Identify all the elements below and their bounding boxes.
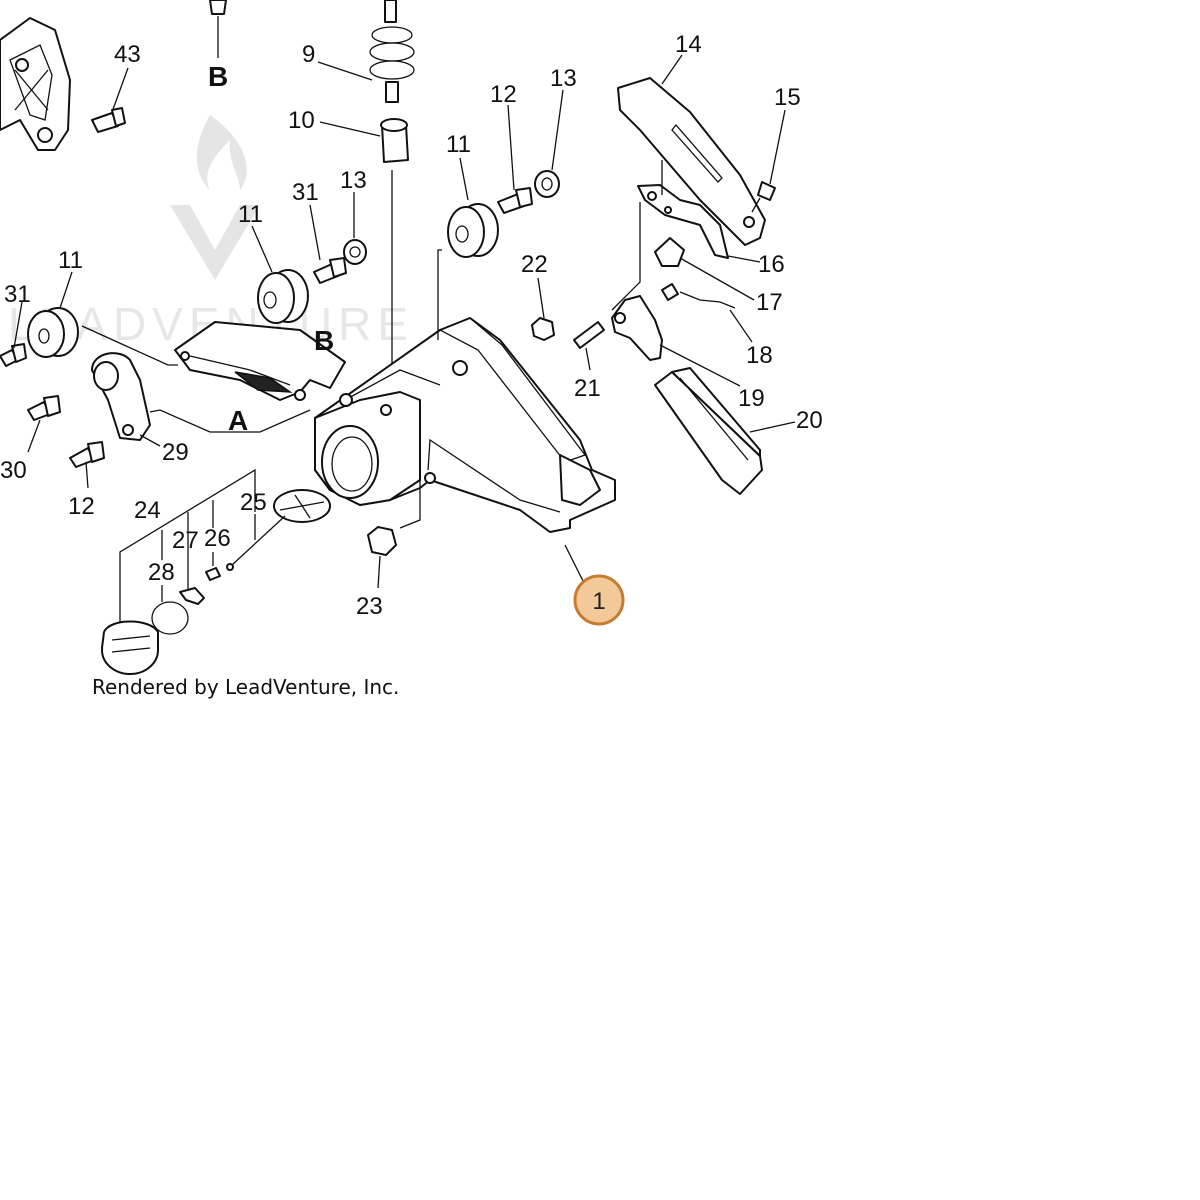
callout-24: 24 bbox=[134, 497, 161, 524]
part-1-main-housing bbox=[314, 317, 616, 533]
part-12-bolt-bottom bbox=[69, 441, 105, 468]
part-top-bolt bbox=[209, 0, 227, 58]
callout-22: 22 bbox=[521, 251, 548, 278]
letter-a: A bbox=[228, 405, 248, 436]
letter-b-top: B bbox=[208, 61, 228, 92]
callout-14: 14 bbox=[675, 31, 702, 58]
callout-25: 25 bbox=[240, 489, 267, 516]
callout-10: 10 bbox=[288, 107, 315, 134]
part-43-bracket bbox=[0, 17, 126, 151]
callout-9: 9 bbox=[302, 41, 315, 68]
part-29-link bbox=[91, 352, 151, 441]
callout-21: 21 bbox=[574, 375, 601, 402]
callout-26: 26 bbox=[204, 525, 231, 552]
highlight-callout-1[interactable]: 1 bbox=[573, 574, 625, 626]
part-25-strainer bbox=[226, 489, 331, 571]
part-13-washer-top bbox=[534, 170, 560, 198]
callout-16: 16 bbox=[758, 251, 785, 278]
callout-13-mid: 13 bbox=[340, 167, 367, 194]
part-26-screw bbox=[205, 567, 221, 581]
part-24-cap bbox=[101, 620, 159, 675]
letter-markers: B B A bbox=[208, 61, 334, 436]
part-12-bolt-top bbox=[497, 187, 533, 214]
callout-18: 18 bbox=[746, 342, 773, 369]
part-21-pin bbox=[573, 321, 605, 349]
part-31-bolt-left bbox=[0, 343, 27, 367]
letter-b-mid: B bbox=[314, 325, 334, 356]
part-31-bolt-mid bbox=[313, 257, 347, 284]
part-19-lever bbox=[611, 295, 663, 361]
highlight-label[interactable]: 1 bbox=[592, 588, 605, 615]
leader-lines bbox=[13, 54, 796, 622]
part-14-hand-guard bbox=[617, 77, 766, 246]
part-23-plug bbox=[367, 526, 397, 556]
part-16-brake-lever bbox=[637, 184, 729, 259]
part-10-buffer bbox=[380, 118, 409, 410]
callout-31-left: 31 bbox=[4, 281, 31, 308]
part-11-mount-center bbox=[447, 203, 499, 258]
callout-15: 15 bbox=[774, 84, 801, 111]
part-28-o-ring bbox=[151, 601, 189, 635]
highlight-circle[interactable] bbox=[573, 574, 625, 626]
callout-11-left: 11 bbox=[58, 247, 83, 274]
part-17-clip bbox=[654, 237, 685, 267]
part-18-spring-wire bbox=[661, 283, 736, 309]
part-a-bracket bbox=[174, 321, 346, 401]
callout-17: 17 bbox=[756, 289, 783, 316]
callout-19: 19 bbox=[738, 385, 765, 412]
part-11-mount-left bbox=[27, 307, 79, 358]
credit-text: Rendered by LeadVenture, Inc. bbox=[92, 675, 399, 699]
callout-13-top: 13 bbox=[550, 65, 577, 92]
part-20-bar-plate bbox=[654, 367, 763, 495]
part-11-mount-mid bbox=[257, 269, 309, 324]
callout-27: 27 bbox=[172, 527, 199, 554]
part-27-clip bbox=[179, 587, 205, 605]
callout-43: 43 bbox=[114, 41, 141, 68]
part-30-bolt bbox=[27, 395, 61, 421]
callout-12-top: 12 bbox=[490, 81, 517, 108]
callout-11-mid: 11 bbox=[238, 201, 263, 228]
callout-29: 29 bbox=[162, 439, 189, 466]
callout-23: 23 bbox=[356, 593, 383, 620]
callout-28: 28 bbox=[148, 559, 175, 586]
callout-31-mid: 31 bbox=[292, 179, 319, 206]
leadventure-logo-icon bbox=[170, 115, 260, 280]
callout-11-center: 11 bbox=[446, 131, 471, 158]
callout-30: 30 bbox=[0, 457, 27, 484]
callout-12-bottom: 12 bbox=[68, 493, 95, 520]
part-15-screw bbox=[751, 181, 776, 213]
callout-labels: 43 9 10 14 12 13 15 11 31 13 11 11 31 16… bbox=[0, 31, 823, 620]
part-13-washer-mid bbox=[343, 239, 367, 265]
callout-20: 20 bbox=[796, 407, 823, 434]
part-22-plug bbox=[531, 317, 555, 341]
part-9-spring bbox=[369, 0, 415, 103]
